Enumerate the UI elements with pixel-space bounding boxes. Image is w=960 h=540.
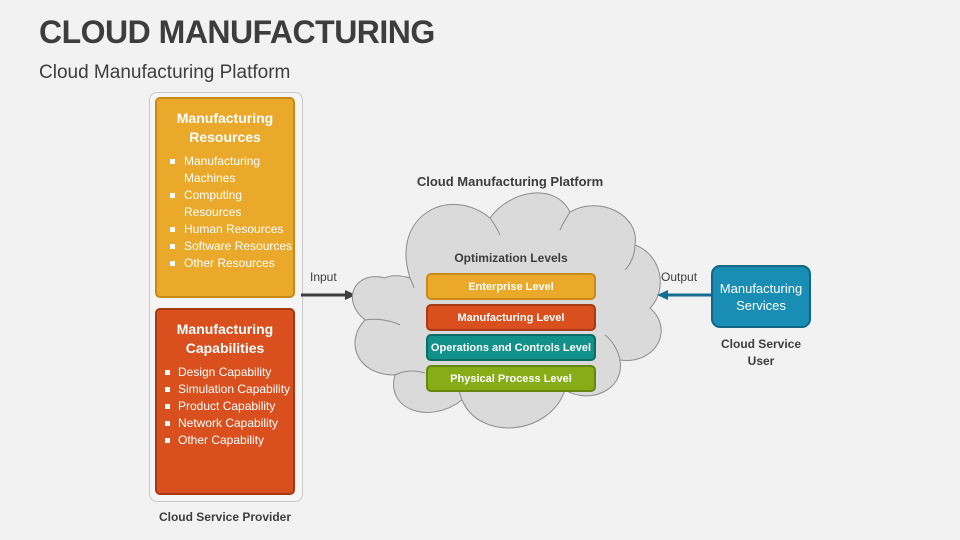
- page-title: CLOUD MANUFACTURING: [39, 14, 435, 50]
- manufacturing-services-box: Manufacturing Services: [711, 265, 811, 328]
- level-manufacturing: Manufacturing Level: [426, 304, 596, 331]
- list-item: Manufacturing Machines: [167, 153, 293, 187]
- list-item: Design Capability: [162, 364, 293, 381]
- manufacturing-capabilities-title: Manufacturing Capabilities: [176, 321, 274, 356]
- list-item: Software Resources: [167, 238, 293, 255]
- manufacturing-capabilities-card: Manufacturing Capabilities Design Capabi…: [155, 308, 295, 495]
- output-label: Output: [661, 270, 698, 284]
- platform-title: Cloud Manufacturing Platform: [416, 174, 604, 189]
- manufacturing-resources-list: Manufacturing Machines Computing Resourc…: [157, 153, 293, 272]
- list-item: Human Resources: [167, 221, 293, 238]
- manufacturing-capabilities-list: Design Capability Simulation Capability …: [157, 364, 293, 449]
- list-item: Simulation Capability: [162, 381, 293, 398]
- list-item: Other Resources: [167, 255, 293, 272]
- list-item: Network Capability: [162, 415, 293, 432]
- cloud-service-provider-label: Cloud Service Provider: [158, 510, 292, 524]
- manufacturing-resources-card: Manufacturing Resources Manufacturing Ma…: [155, 97, 295, 298]
- level-enterprise: Enterprise Level: [426, 273, 596, 300]
- level-physical-process: Physical Process Level: [426, 365, 596, 392]
- list-item: Product Capability: [162, 398, 293, 415]
- cloud-service-user-label: Cloud Service User: [720, 337, 802, 368]
- manufacturing-resources-title: Manufacturing Resources: [176, 110, 274, 145]
- page-subtitle: Cloud Manufacturing Platform: [39, 62, 291, 83]
- list-item: Computing Resources: [167, 187, 293, 221]
- input-arrow-icon: [301, 290, 356, 300]
- list-item: Other Capability: [162, 432, 293, 449]
- level-operations-controls: Operations and Controls Level: [426, 334, 596, 361]
- output-arrow-icon: [657, 290, 712, 300]
- optimization-levels-title: Optimization Levels: [454, 251, 568, 265]
- input-label: Input: [310, 270, 337, 284]
